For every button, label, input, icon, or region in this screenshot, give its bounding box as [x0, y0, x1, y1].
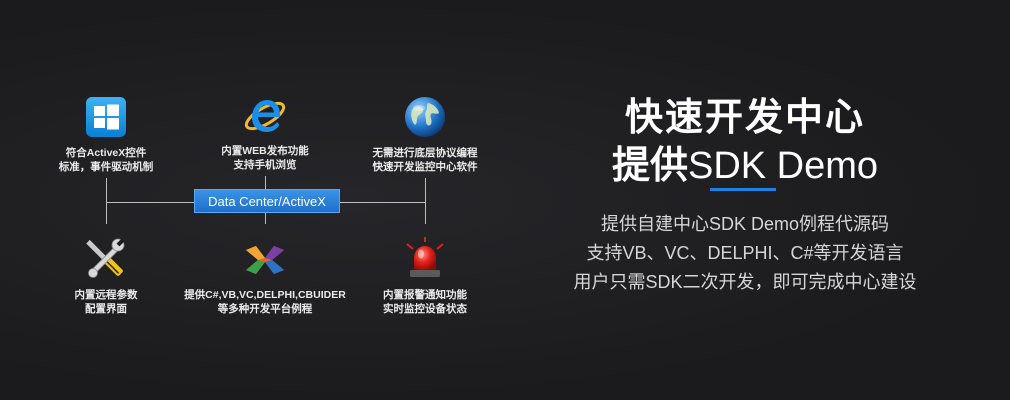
feature-remote-config: 内置远程参数 配置界面 [11, 236, 201, 316]
description-line3: 用户只需SDK二次开发，即可完成中心建设 [573, 272, 917, 292]
feature-caption-line1: 内置WEB发布功能 [221, 145, 309, 157]
windows-icon [83, 94, 129, 140]
connector-right [425, 178, 426, 224]
tools-icon [83, 236, 129, 282]
feature-caption-line2: 支持手机浏览 [233, 159, 297, 171]
feature-activex: 符合ActiveX控件 标准，事件驱动机制 [11, 94, 201, 174]
feature-caption-line1: 内置远程参数 [74, 289, 138, 301]
feature-caption-line2: 快速开发监控中心软件 [372, 161, 478, 173]
headline-line2-en: SDK Demo [687, 145, 879, 187]
feature-web-publish: 内置WEB发布功能 支持手机浏览 [170, 92, 360, 172]
internet-explorer-icon [242, 92, 288, 138]
globe-icon [402, 94, 448, 140]
feature-caption-line1: 无需进行底层协议编程 [372, 147, 478, 159]
feature-caption-line2: 等多种开发平台例程 [217, 303, 313, 315]
feature-dev-samples: 提供C#,VB,VC,DELPHI,CBUIDER 等多种开发平台例程 [170, 236, 360, 316]
headline-line1: 快速开发中心 [624, 97, 865, 139]
connector-left [106, 178, 107, 224]
feature-caption-line2: 实时监控设备状态 [383, 303, 467, 315]
feature-caption-line1: 提供C#,VB,VC,DELPHI,CBUIDER [184, 289, 346, 301]
feature-caption-line2: 配置界面 [85, 303, 127, 315]
alarm-siren-icon [402, 236, 448, 282]
feature-alarm: 内置报警通知功能 实时监控设备状态 [330, 236, 520, 316]
headline-line2: 提供SDK Demo [560, 134, 930, 189]
visual-studio-icon [242, 236, 288, 282]
feature-no-protocol: 无需进行底层协议编程 快速开发监控中心软件 [330, 94, 520, 174]
accent-bar [710, 188, 776, 191]
description-line2: 支持VB、VC、DELPHI、C#等开发语言 [586, 243, 904, 263]
feature-caption-line2: 标准，事件驱动机制 [58, 161, 154, 173]
feature-caption-line1: 符合ActiveX控件 [65, 147, 147, 159]
description-line1: 提供自建中心SDK Demo例程代源码 [600, 214, 890, 234]
feature-caption-line1: 内置报警通知功能 [383, 289, 467, 301]
data-center-box: Data Center/ActiveX [194, 189, 340, 213]
headline-line2-cn: 提供 [611, 145, 688, 187]
